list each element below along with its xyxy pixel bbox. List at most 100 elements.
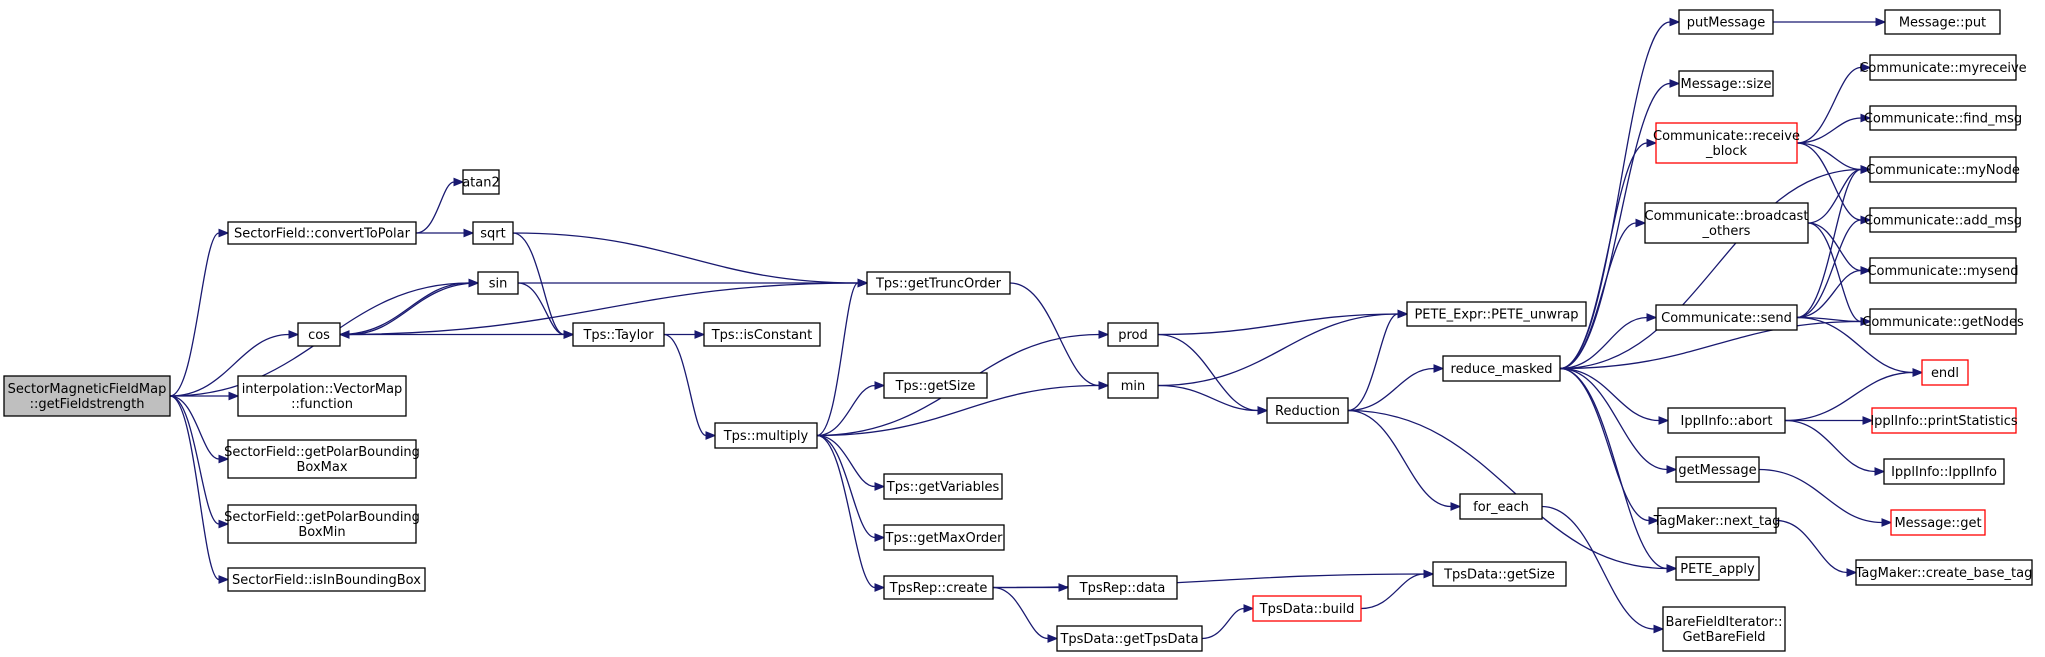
node-tpsrepdata[interactable]: TpsRep::data <box>1067 575 1178 600</box>
node-getmessage[interactable]: getMessage <box>1675 456 1760 483</box>
node-gettpsdata[interactable]: TpsData::getTpsData <box>1056 625 1203 652</box>
node-printstats[interactable]: IpplInfo::printStatistics <box>1870 407 2018 434</box>
node-unwrap[interactable]: PETE_Expr::PETE_unwrap <box>1406 301 1587 327</box>
node-truncorder[interactable]: Tps::getTruncOrder <box>866 271 1011 295</box>
node-min[interactable]: min <box>1107 372 1159 399</box>
node-box <box>1884 9 2001 35</box>
node-box <box>227 221 417 245</box>
node-cos[interactable]: cos <box>297 322 341 347</box>
node-mynode[interactable]: Communicate::myNode <box>1866 156 2020 183</box>
edge-reducemasked-to-broadcast <box>1559 218 1647 370</box>
node-broadcast[interactable]: Communicate::broadcast_others <box>1644 202 1809 244</box>
node-multiply[interactable]: Tps::multiply <box>714 422 818 449</box>
edge-line <box>1360 573 1425 610</box>
edge-line <box>816 434 876 488</box>
node-findmsg[interactable]: Communicate::find_msg <box>1864 105 2022 131</box>
node-endl[interactable]: endl <box>1921 359 1969 386</box>
node-send[interactable]: Communicate::send <box>1655 304 1798 331</box>
edge-taylor-to-isconstant <box>664 330 706 339</box>
node-ipplinfo[interactable]: IpplInfo::IpplInfo <box>1883 458 2005 485</box>
node-getsize[interactable]: Tps::getSize <box>883 372 988 399</box>
edge-arrowhead <box>218 454 230 464</box>
node-label: atan2 <box>462 176 500 191</box>
edge-root-to-convertToPolar <box>169 228 230 397</box>
edge-line <box>1807 222 1862 272</box>
node-receiveblock[interactable]: Communicate::receive_block <box>1653 122 1800 164</box>
edge-arrowhead <box>218 228 230 238</box>
edge-sin-to-taylor <box>517 282 575 339</box>
edge-foreach-to-barefield <box>1541 505 1665 634</box>
node-tpsdatagetsize[interactable]: TpsData::getSize <box>1432 561 1567 587</box>
edge-line <box>663 333 707 437</box>
edge-arrowhead <box>1860 63 1872 72</box>
edge-arrowhead <box>288 330 300 339</box>
edge-multiply-to-tpsrepcreate <box>816 434 886 592</box>
node-getmaxorder[interactable]: Tps::getMaxOrder <box>883 524 1005 551</box>
node-taylor[interactable]: Tps::Taylor <box>572 322 665 347</box>
node-label: Communicate::myNode <box>1866 163 2020 178</box>
edge-abort-to-ipplinfo <box>1784 419 1886 476</box>
edge-line <box>1796 168 1862 319</box>
edge-line <box>1347 409 1668 570</box>
node-label: BareFieldIterator:: <box>1665 615 1782 630</box>
node-vectormap[interactable]: interpolation::VectorMap::function <box>237 375 407 417</box>
node-getvariables[interactable]: Tps::getVariables <box>883 473 1003 500</box>
edge-arrowhead <box>1666 465 1678 474</box>
node-label: ::getFieldstrength <box>30 397 145 412</box>
node-reducemasked[interactable]: reduce_masked <box>1442 355 1561 382</box>
node-tpsrepcreate[interactable]: TpsRep::create <box>883 575 994 600</box>
node-box <box>1107 322 1159 347</box>
edge-cos-to-sin <box>339 278 480 336</box>
node-box <box>1871 407 2017 434</box>
node-label: cos <box>308 328 330 343</box>
node-root[interactable]: SectorMagneticFieldMap::getFieldstrength <box>3 375 171 417</box>
node-putmessage[interactable]: putMessage <box>1678 9 1774 35</box>
edge-line <box>1009 282 1100 387</box>
node-msgput[interactable]: Message::put <box>1884 9 2001 35</box>
node-box <box>1432 561 1567 587</box>
node-mysend[interactable]: Communicate::mysend <box>1867 257 2019 284</box>
node-tpsdatabuild[interactable]: TpsData::build <box>1252 595 1362 622</box>
edge-line <box>1559 168 1862 370</box>
node-box <box>1869 54 2017 81</box>
node-label: PETE_Expr::PETE_unwrap <box>1414 308 1578 323</box>
node-sqrt[interactable]: sqrt <box>472 221 514 245</box>
node-atan2[interactable]: atan2 <box>462 169 500 195</box>
node-sin[interactable]: sin <box>477 271 519 295</box>
edge-root-to-bboxmin <box>169 395 230 529</box>
node-box <box>1890 509 1986 536</box>
edge-arrowhead <box>1450 502 1462 511</box>
node-convertToPolar[interactable]: SectorField::convertToPolar <box>227 221 417 245</box>
edge-line <box>1201 607 1245 640</box>
edge-arrowhead <box>1862 416 1874 425</box>
node-msgget[interactable]: Message::get <box>1890 509 1986 536</box>
node-label: TpsData::build <box>1259 602 1355 617</box>
node-layer: SectorMagneticFieldMap::getFieldstrength… <box>3 9 2033 652</box>
node-myreceive[interactable]: Communicate::myreceive <box>1859 54 2027 81</box>
node-isinbbox[interactable]: SectorField::isInBoundingBox <box>227 567 426 592</box>
edge-arrowhead <box>1423 569 1435 579</box>
edge-line <box>1796 269 1862 319</box>
edge-arrowhead <box>1658 416 1670 425</box>
node-box <box>1662 606 1786 652</box>
node-msgsize[interactable]: Message::size <box>1678 70 1774 97</box>
node-reduction[interactable]: Reduction <box>1266 397 1349 424</box>
node-nexttag[interactable]: TagMaker::next_tag <box>1653 507 1781 534</box>
node-foreach[interactable]: for_each <box>1459 493 1543 520</box>
node-peteapply[interactable]: PETE_apply <box>1675 556 1760 581</box>
node-box <box>1657 507 1777 534</box>
edge-line <box>1559 367 1650 522</box>
node-getnodes[interactable]: Communicate::getNodes <box>1862 308 2024 335</box>
node-box <box>572 322 665 347</box>
node-isconstant[interactable]: Tps::isConstant <box>703 322 821 347</box>
node-createbasetag[interactable]: TagMaker::create_base_tag <box>1855 559 2033 586</box>
node-addmsg[interactable]: Communicate::add_msg <box>1864 207 2022 233</box>
node-barefield[interactable]: BareFieldIterator::GetBareField <box>1662 606 1786 652</box>
node-label: Communicate::getNodes <box>1862 315 2024 330</box>
edge-line <box>1559 367 1668 471</box>
edge-arrowhead <box>563 330 575 339</box>
node-prod[interactable]: prod <box>1107 322 1159 347</box>
node-abort[interactable]: IpplInfo::abort <box>1667 407 1786 434</box>
